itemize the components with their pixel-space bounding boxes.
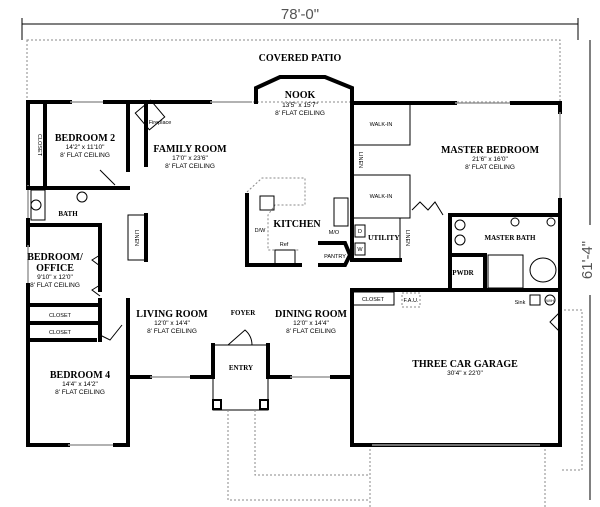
kitchen-label: KITCHEN: [273, 219, 321, 230]
covered-patio: [26, 39, 561, 103]
utility-label: UTILITY: [368, 233, 400, 242]
room-labels: NOOK 13'5" x 15'7" 8' FLAT CEILING BEDRO…: [27, 90, 554, 396]
office-size: 9'10" x 12'0": [37, 274, 73, 281]
master-bath-label: MASTER BATH: [484, 234, 536, 242]
family-room-size: 17'0" x 23'6": [172, 155, 208, 162]
office-label-line2: OFFICE: [36, 263, 74, 274]
patio-label: COVERED PATIO: [259, 53, 342, 64]
column: [259, 399, 269, 410]
living-room-size: 12'0" x 14'4": [154, 320, 190, 327]
bedroom2-label: BEDROOM 2: [55, 133, 115, 144]
dining-room-label: DINING ROOM: [275, 309, 348, 320]
oven-icon: [333, 197, 349, 227]
front-door[interactable]: [227, 329, 253, 346]
bedroom2-ceiling: 8' FLAT CEILING: [60, 152, 110, 159]
family-room-label: FAMILY ROOM: [153, 144, 227, 155]
office-ceiling: 8' FLAT CEILING: [30, 282, 80, 289]
dryer-icon: [354, 224, 366, 238]
bathtub-icon: [529, 257, 557, 283]
garage-label: THREE CAR GARAGE: [412, 359, 518, 370]
column: [212, 399, 222, 410]
entry-porch: [212, 344, 269, 411]
garage-size: 30'4" x 22'0": [447, 370, 483, 377]
fireplace-icon: [134, 99, 166, 131]
bedroom4-label: BEDROOM 4: [50, 370, 110, 381]
walk-in-label: WALK-IN: [370, 194, 393, 200]
bath-label: BATH: [58, 210, 78, 218]
fireplace-label: Fireplace: [149, 120, 172, 126]
master-bedroom-label: MASTER BEDROOM: [441, 145, 540, 156]
living-room-ceiling: 8' FLAT CEILING: [147, 328, 197, 335]
sink-label: Sink: [515, 300, 526, 306]
closet-label: CLOSET: [362, 297, 385, 303]
family-room-ceiling: 8' FLAT CEILING: [165, 163, 215, 170]
water-heater-icon: [544, 294, 556, 306]
closet-label: CLOSET: [49, 313, 72, 319]
master-bedroom-size: 21'6" x 16'0": [472, 156, 508, 163]
dining-room-ceiling: 8' FLAT CEILING: [286, 328, 336, 335]
dining-room-size: 12'0" x 14'4": [293, 320, 329, 327]
dishwasher-label: D/W: [255, 228, 267, 234]
depth-dimension: 61'-4": [578, 40, 596, 500]
linen-label: LINEN: [133, 230, 139, 246]
fau-label: F.A.U.: [404, 298, 419, 304]
microwave-oven-label: M/O: [329, 230, 340, 236]
nook-label: NOOK: [285, 90, 316, 101]
water-heater-label: W/H: [546, 298, 554, 303]
walk-in-label: WALK-IN: [370, 122, 393, 128]
width-label: 78'-0": [281, 6, 319, 23]
refrigerator-label: Ref: [280, 242, 289, 248]
entry-label: ENTRY: [229, 364, 253, 372]
foyer-label: FOYER: [231, 309, 256, 317]
nook-size: 13'5" x 15'7": [282, 102, 318, 109]
refrigerator-icon: [274, 249, 296, 266]
depth-label: 61'-4": [579, 241, 596, 279]
washer-icon: [354, 242, 366, 256]
width-dimension: 78'-0": [21, 4, 579, 40]
washer-label: W: [357, 247, 363, 253]
dryer-label: D: [358, 229, 362, 235]
kitchen-sink-icon: [259, 195, 275, 211]
master-bedroom-ceiling: 8' FLAT CEILING: [465, 164, 515, 171]
closet-label: CLOSET: [49, 330, 72, 336]
sink-icon: [529, 294, 541, 306]
closet-label: CLOSET: [36, 134, 42, 157]
living-room-label: LIVING ROOM: [136, 309, 208, 320]
nook-ceiling: 8' FLAT CEILING: [275, 110, 325, 117]
bedroom4-ceiling: 8' FLAT CEILING: [55, 389, 105, 396]
office-label: BEDROOM/: [27, 252, 83, 263]
linen-label: LINEN: [404, 230, 410, 246]
shower-icon: [487, 254, 524, 289]
bedroom4-size: 14'4" x 14'2": [62, 381, 98, 388]
linen-label: LINEN: [357, 152, 363, 168]
pantry-label: PANTRY: [324, 254, 346, 260]
bedroom2-size: 14'2" x 11'10": [66, 144, 105, 151]
powder-room-label: PWDR: [452, 269, 474, 277]
nook-bay-wall: [254, 75, 354, 104]
